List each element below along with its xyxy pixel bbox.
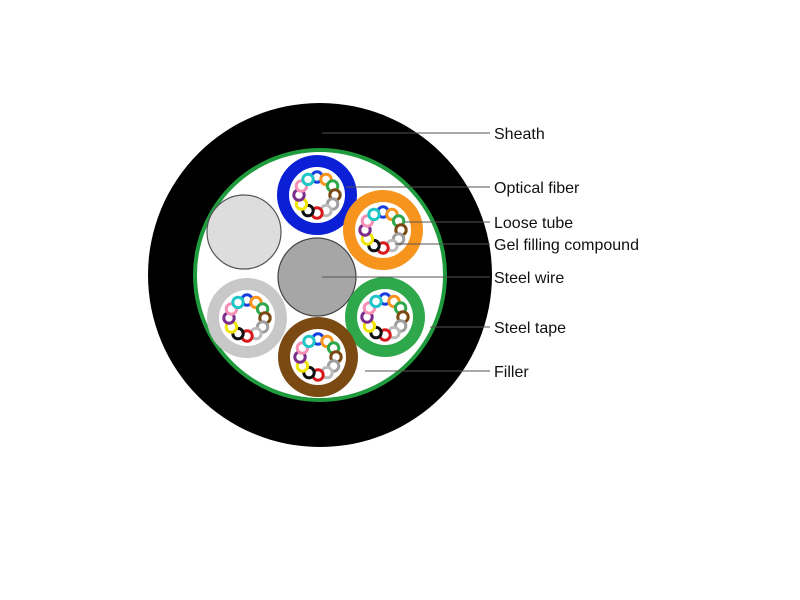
loose-tube-brown (278, 317, 358, 397)
optical-fiber (302, 334, 316, 349)
optical-fiber (367, 207, 381, 222)
label-optical-fiber: Optical fiber (494, 180, 580, 197)
loose-tube-green (345, 277, 425, 357)
label-loose-tube: Loose tube (494, 215, 573, 232)
optical-fiber (231, 295, 245, 310)
label-gel-filling-compound: Gel filling compound (494, 237, 639, 254)
label-sheath: Sheath (494, 126, 545, 143)
filler-rod (206, 194, 282, 270)
loose-tube-orange (343, 190, 423, 270)
optical-fiber (301, 172, 315, 187)
label-steel-wire: Steel wire (494, 270, 564, 287)
label-filler: Filler (494, 364, 529, 381)
label-steel-tape: Steel tape (494, 320, 566, 337)
loose-tube-gray (207, 278, 287, 358)
optical-fiber (369, 294, 383, 309)
loose-tube-blue (277, 155, 357, 235)
